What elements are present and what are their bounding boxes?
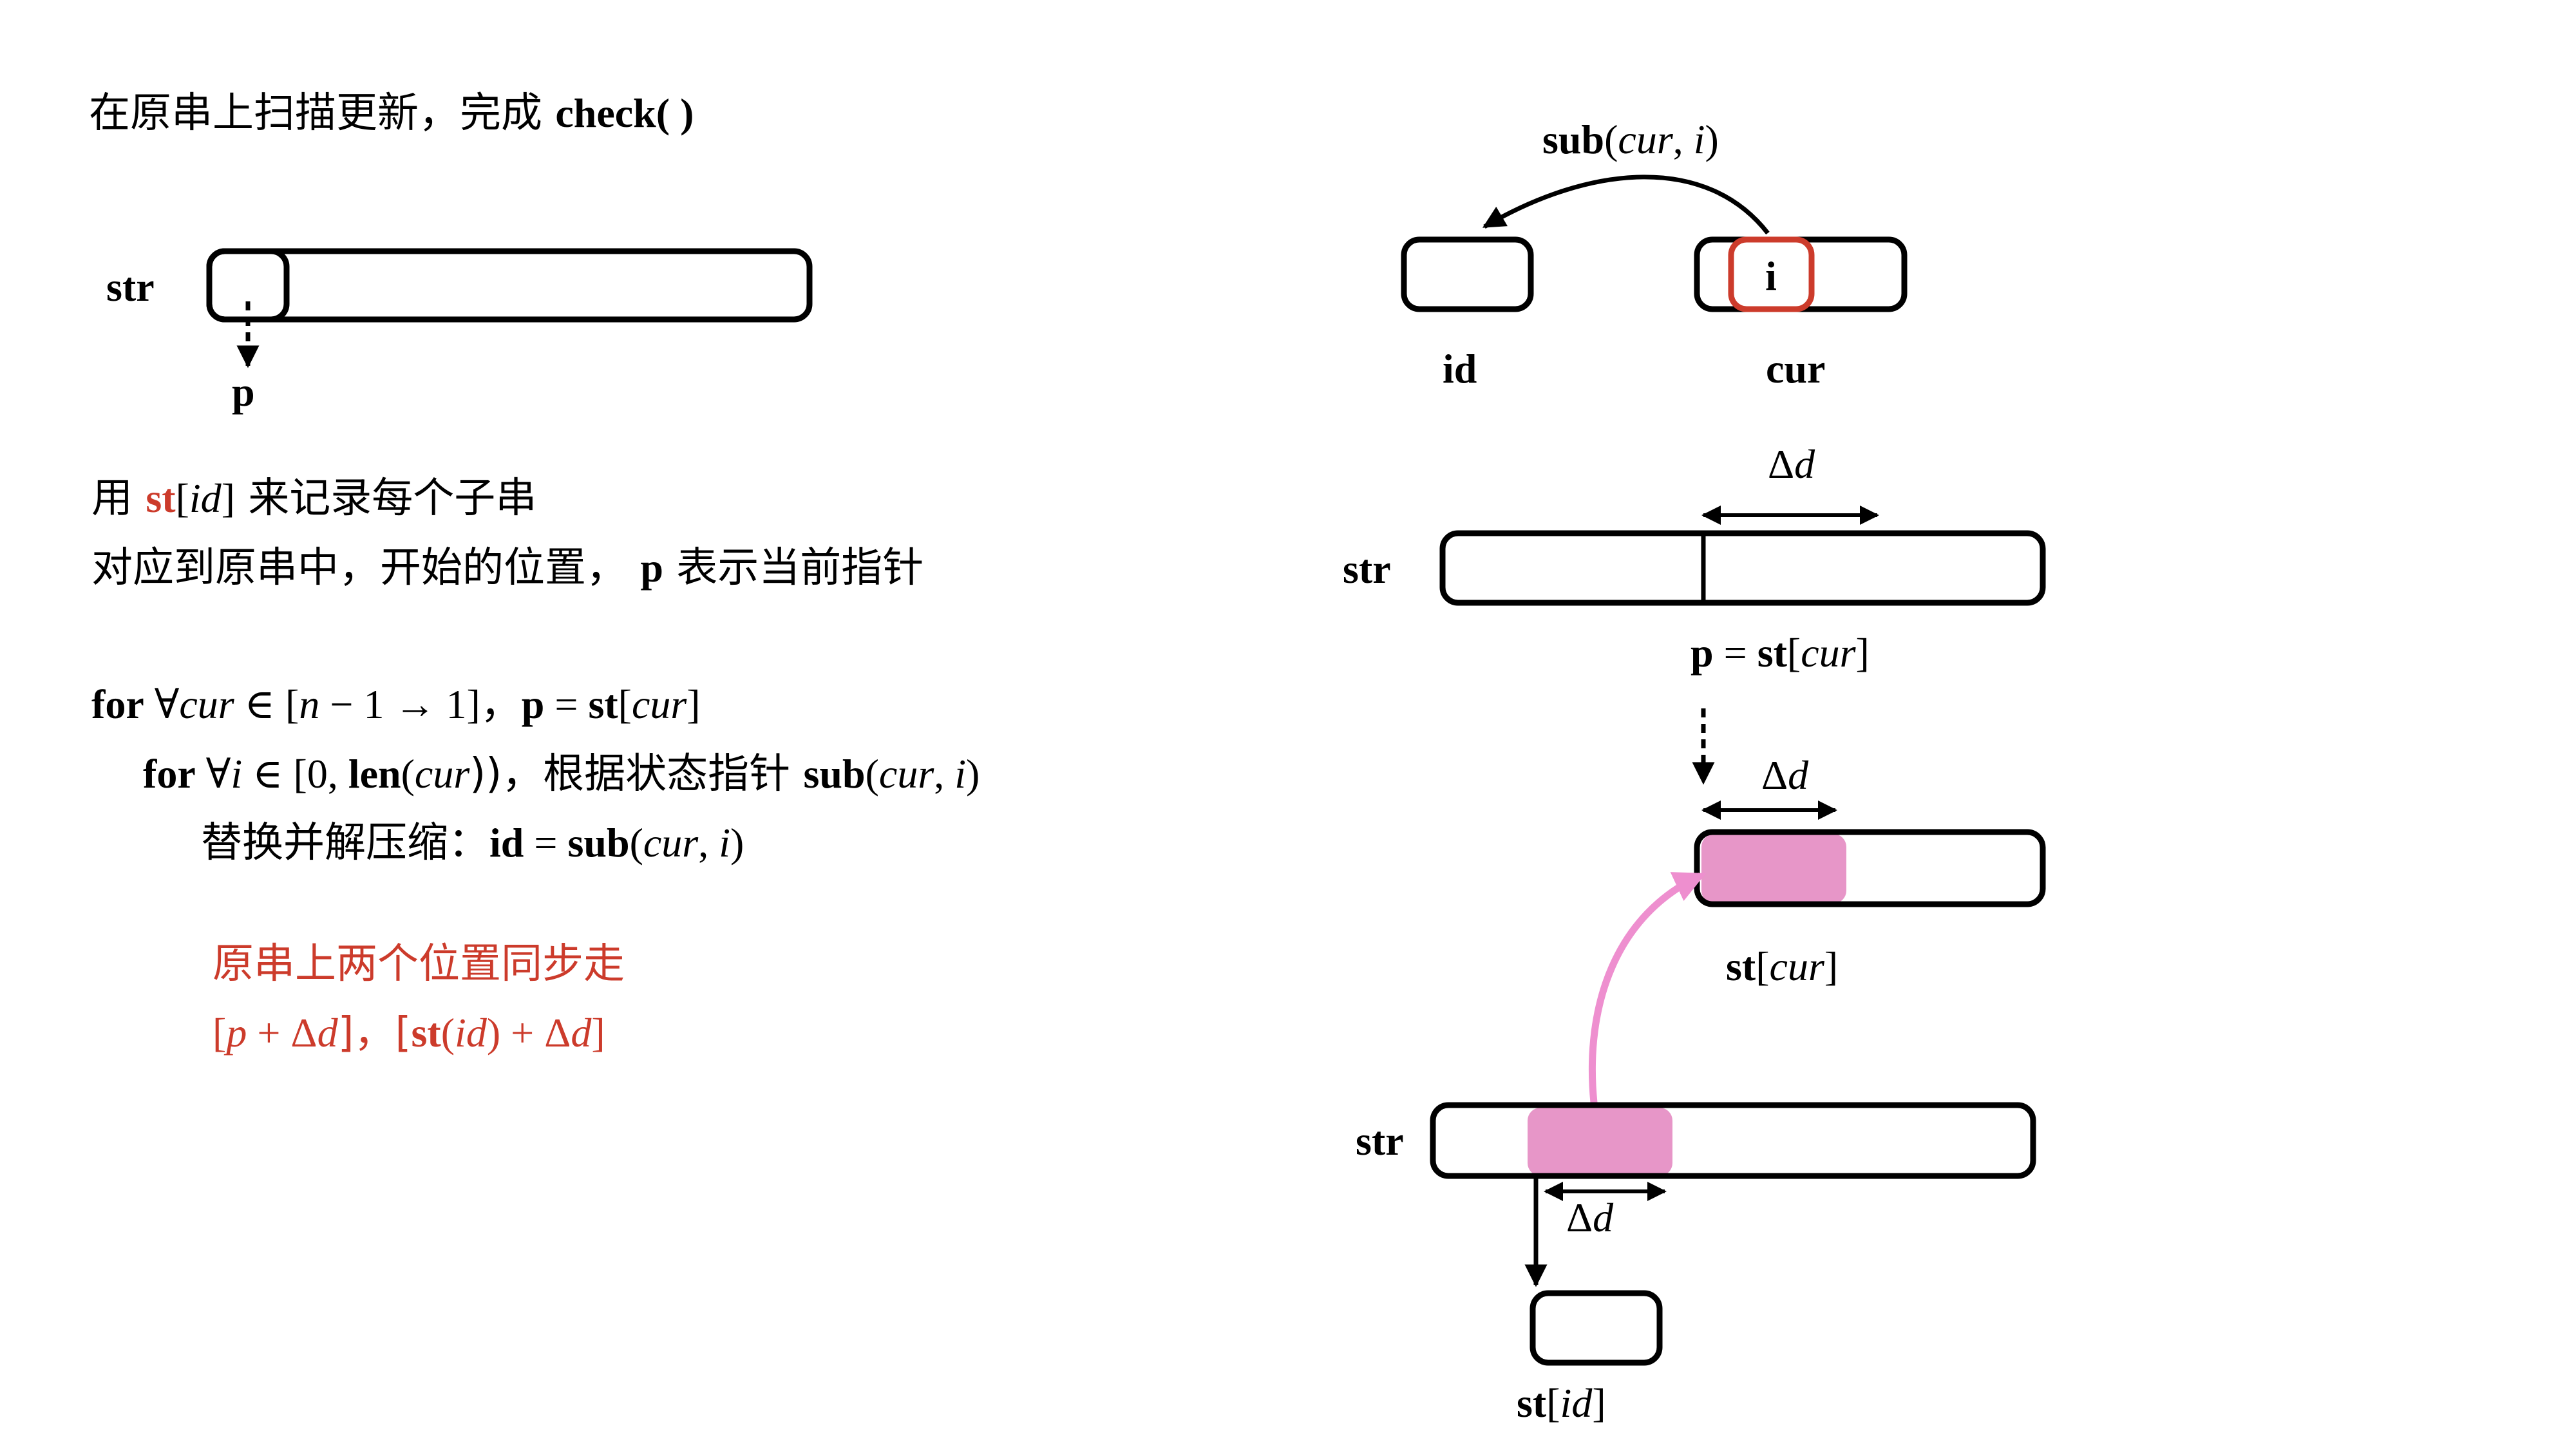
sync-line-2: [p + Δd]，[st(id) + Δd] (213, 1009, 605, 1057)
heading: 在原串上扫描更新，完成 check( ) (89, 90, 694, 137)
algo-line-2: for ∀i ∈ [0, len(cur))，根据状态指针 sub(cur, i… (143, 750, 980, 798)
desc-line-2: 对应到原串中，开始的位置， p 表示当前指针 (91, 544, 923, 592)
algo-line-3: 替换并解压缩：id = sub(cur, i) (201, 819, 744, 867)
str-bar-bottom (1430, 1102, 2036, 1179)
delta-label-mid: Δd (1768, 441, 1815, 487)
cell-i-label: i (1765, 253, 1777, 299)
stcur-bar (1694, 829, 2046, 907)
cur-box (1694, 236, 1908, 312)
stcur-label: st[cur] (1726, 943, 1838, 989)
stid-label: st[id] (1517, 1380, 1606, 1426)
str-label-bottom: str (1356, 1118, 1404, 1164)
stcur-highlight (1701, 834, 1846, 904)
str-bar (206, 248, 813, 323)
delta-label-bottom: Δd (1566, 1195, 1614, 1240)
pointer-label: p (232, 369, 255, 415)
str-bar-mid (1439, 530, 2046, 606)
sub-transition-arrow (1482, 175, 1770, 235)
sub-arrow-label: sub(cur, i) (1542, 117, 1719, 162)
pointer-label-mid: p = st[cur] (1690, 630, 1870, 676)
delta-label-stcur: Δd (1761, 752, 1809, 798)
str-label-mid: str (1343, 546, 1391, 592)
stid-box (1530, 1290, 1663, 1366)
id-label: id (1443, 346, 1477, 392)
str-bottom-highlight (1528, 1108, 1672, 1176)
str-label: str (106, 264, 155, 310)
sync-pink-arrow (1589, 872, 1706, 1103)
cur-label: cur (1766, 346, 1825, 392)
id-box (1401, 236, 1534, 312)
sync-line-1: 原串上两个位置同步走 (213, 940, 625, 988)
desc-line-1: 用 st[id] 来记录每个子串 (91, 475, 536, 522)
algo-line-1: for ∀cur ∈ [n − 1 → 1]，p = st[cur] (91, 681, 701, 727)
cur-cell-i (1728, 236, 1815, 312)
